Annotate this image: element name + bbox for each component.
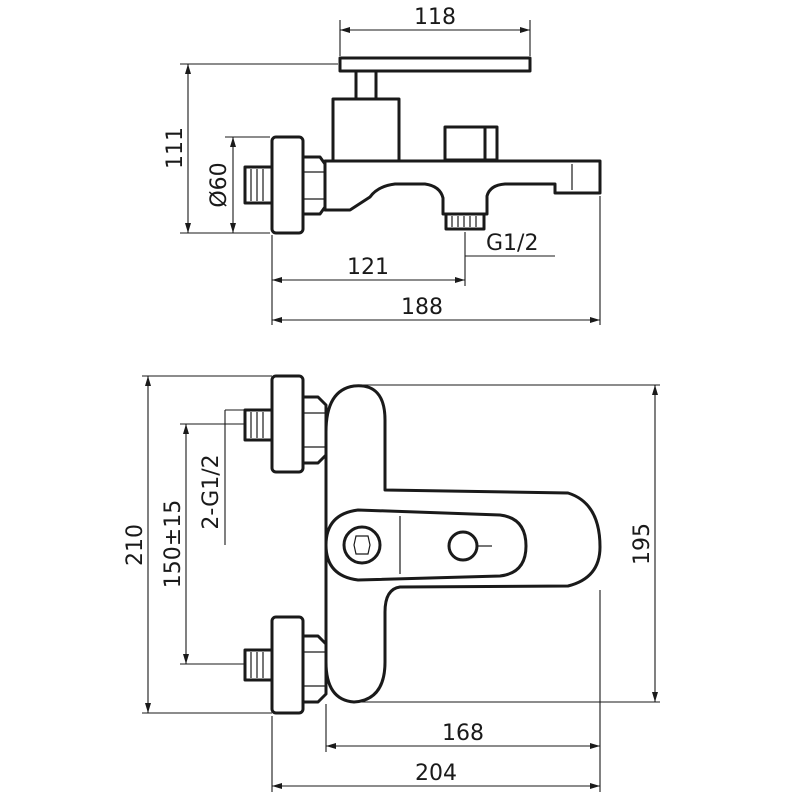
dim-inlet-thread: 2-G1/2 [199, 454, 224, 529]
side-view-dimensions: 118 111 Ø60 121 G1/2 188 [163, 5, 601, 325]
lower-flange [270, 615, 305, 715]
upper-inlet-nut [301, 395, 328, 465]
lever-slot [324, 508, 528, 582]
dim-204: 204 [415, 761, 457, 786]
spout-body [323, 159, 602, 216]
cartridge-housing [331, 97, 401, 163]
side-view [243, 56, 602, 235]
upper-inlet-thread [243, 408, 274, 442]
top-view [243, 374, 602, 715]
lever-plate [338, 56, 532, 73]
faucet-body [324, 384, 602, 704]
dim-outlet-thread: G1/2 [486, 231, 538, 256]
inlet-nut [301, 155, 327, 216]
dim-flange-diameter: Ø60 [207, 162, 232, 207]
dim-118: 118 [414, 5, 456, 30]
dim-inlet-spacing: 150±15 [161, 500, 186, 588]
inlet-thread [243, 165, 274, 205]
dim-168: 168 [442, 721, 484, 746]
dim-111: 111 [163, 127, 188, 169]
dim-188: 188 [401, 295, 443, 320]
lever-hub [342, 525, 382, 565]
dim-195: 195 [630, 523, 655, 565]
top-view-dimensions: 210 150±15 2-G1/2 195 168 204 [123, 375, 660, 792]
upper-flange [270, 374, 305, 474]
diverter-knob-top [447, 530, 479, 562]
outlet-thread [444, 212, 486, 231]
lower-inlet-thread [243, 648, 274, 682]
lower-inlet-nut [301, 634, 328, 704]
diverter-knob [443, 125, 499, 162]
dim-121: 121 [347, 255, 389, 280]
dim-210: 210 [123, 524, 148, 566]
wall-flange [270, 135, 305, 235]
lever-stem [354, 69, 378, 101]
